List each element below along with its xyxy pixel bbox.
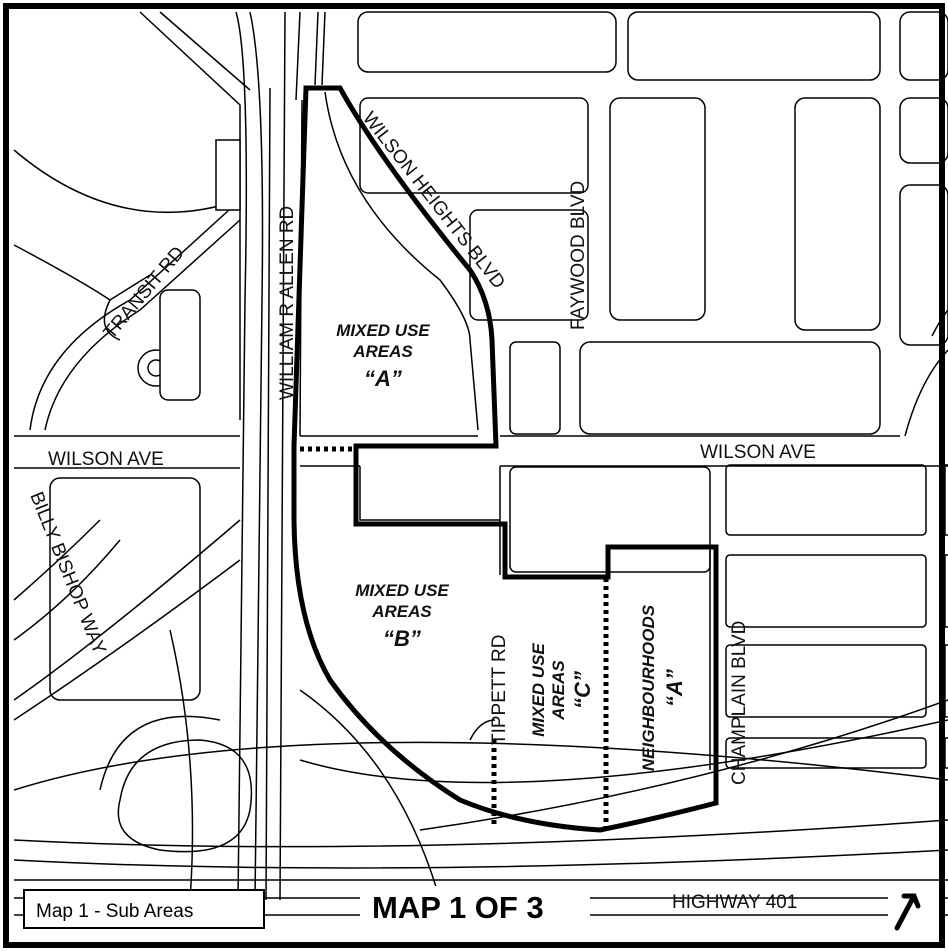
street-label-tippett-rd: TIPPETT RD (489, 635, 510, 746)
legend-box (23, 889, 265, 929)
svg-text:MIXED USE: MIXED USE (529, 643, 548, 737)
street-label-wilson-ave-west: WILSON AVE (48, 449, 164, 470)
street-label-faywood-blvd: FAYWOOD BLVD (568, 181, 589, 330)
svg-text:“A”: “A” (662, 669, 687, 707)
area-label-mixed-use-a: MIXED USE AREAS “A” (336, 321, 430, 391)
street-label-champlain-blvd: CHAMPLAIN BLVD (729, 621, 750, 785)
street-label-highway-401: HIGHWAY 401 (672, 892, 797, 913)
street-label-wilson-ave-east: WILSON AVE (700, 442, 816, 463)
city-blocks (357, 11, 948, 769)
svg-text:“C”: “C” (570, 671, 595, 709)
svg-text:AREAS: AREAS (371, 602, 432, 621)
svg-text:MIXED USE: MIXED USE (355, 581, 449, 600)
map-frame (3, 3, 945, 948)
local-roads (359, 466, 711, 770)
svg-text:“B”: “B” (383, 626, 421, 651)
street-label-william-r-allen-rd: WILLIAM R ALLEN RD (277, 206, 298, 400)
svg-text:AREAS: AREAS (352, 342, 413, 361)
area-label-mixed-use-c: MIXED USE AREAS “C” (529, 643, 595, 737)
allen-road-corridor (235, 11, 948, 901)
sub-area-dividers (300, 446, 609, 830)
svg-text:MIXED USE: MIXED USE (336, 321, 430, 340)
west-parcels (13, 11, 251, 721)
svg-text:NEIGHBOURHOODS: NEIGHBOURHOODS (639, 604, 658, 771)
area-label-neighbourhoods-a: NEIGHBOURHOODS “A” (639, 604, 687, 771)
svg-text:AREAS: AREAS (549, 660, 568, 721)
map-title: MAP 1 OF 3 (372, 890, 544, 925)
north-arrow-icon (888, 884, 940, 934)
area-label-mixed-use-b: MIXED USE AREAS “B” (355, 581, 449, 651)
legend-label: Map 1 - Sub Areas (36, 901, 193, 922)
svg-text:“A”: “A” (364, 366, 402, 391)
